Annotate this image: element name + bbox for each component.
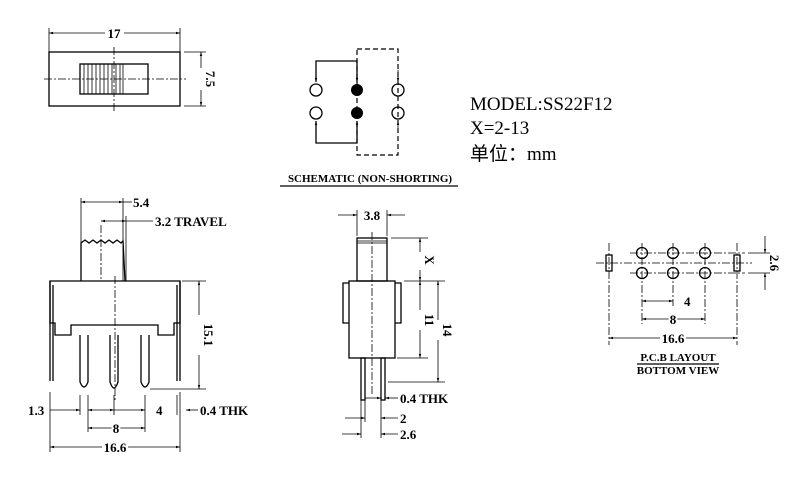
- contact-common: [351, 107, 363, 119]
- actuator-height-dim: X: [422, 255, 437, 265]
- pin-span-dim: 8: [113, 421, 120, 436]
- overall-width-dim: 16.6: [104, 440, 127, 455]
- model-label: MODEL:SS22F12: [470, 94, 613, 115]
- pcb-span-dim: 8: [670, 312, 677, 327]
- contact-common: [351, 84, 363, 96]
- travel-dim: 3.2 TRAVEL: [155, 214, 227, 229]
- pcb-layout: 2.6 4 8 16.6 P.C.B LAYOUT BOTTOM VIEW: [596, 236, 782, 377]
- pcb-pitch-dim: 4: [684, 294, 691, 309]
- spec-block: MODEL:SS22F12 X=2-13 单位：mm: [470, 94, 613, 165]
- front-thickness-dim: 0.4 THK: [200, 403, 249, 418]
- contact-open: [391, 106, 405, 120]
- height-dim: 15.1: [201, 324, 216, 347]
- overall-height-dim: 14: [440, 324, 455, 338]
- edge-offset-dim: 1.3: [28, 403, 45, 418]
- x-range-label: X=2-13: [470, 118, 529, 139]
- side-actuator-width-dim: 3.8: [364, 208, 381, 223]
- pin-pitch-dim: 4: [156, 403, 163, 418]
- schematic: SCHEMATIC (NON-SHORTING): [280, 48, 458, 187]
- row-spacing-dim: 2.6: [767, 255, 782, 272]
- pcb-overall-dim: 16.6: [662, 331, 685, 346]
- top-view: 17 7.5: [44, 26, 218, 111]
- schematic-caption: SCHEMATIC (NON-SHORTING): [288, 173, 452, 185]
- actuator-width-dim: 5.4: [133, 195, 150, 210]
- contact-open: [309, 83, 323, 97]
- side-pin-span-dim: 2.6: [400, 427, 417, 442]
- body-height-dim: 11: [422, 314, 437, 326]
- pcb-caption-line2: BOTTOM VIEW: [637, 365, 719, 377]
- contact-open: [391, 83, 405, 97]
- top-width-dim: 17: [108, 26, 122, 41]
- side-view: 3.8 X 11 14 0.4 THK 2 2.6: [338, 208, 455, 442]
- front-view: 5.4 3.2 TRAVEL 15.1 1.3 4 0.4 THK 8 16.6: [28, 195, 249, 458]
- pin-gap-dim: 2: [400, 411, 407, 426]
- top-height-dim: 7.5: [203, 71, 218, 88]
- unit-label: 单位：mm: [470, 143, 557, 165]
- pcb-caption-line1: P.C.B LAYOUT: [640, 352, 716, 364]
- contact-open: [309, 106, 323, 120]
- side-thickness-dim: 0.4 THK: [400, 391, 449, 406]
